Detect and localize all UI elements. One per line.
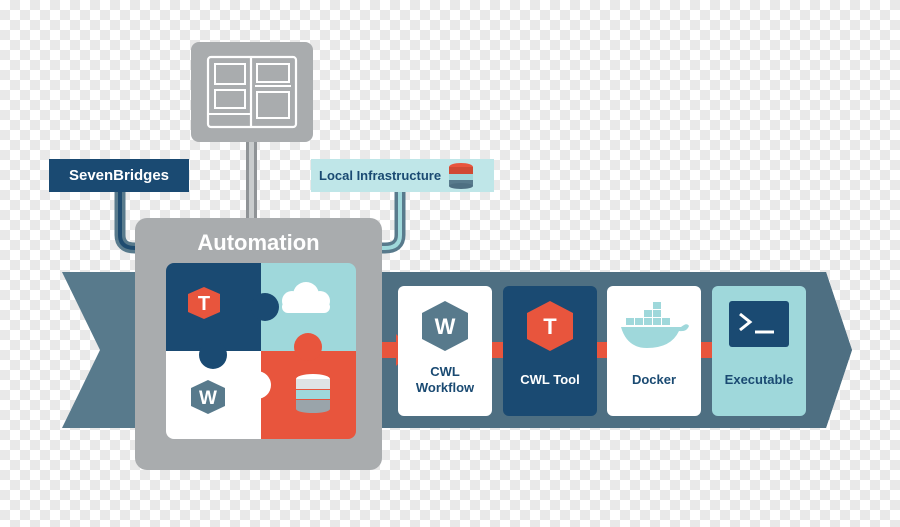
automation-puzzle: T W [166, 263, 356, 439]
cloud-icon [282, 282, 330, 313]
hexagon-w-icon: W [422, 301, 468, 351]
step-label: Docker [631, 372, 677, 387]
docker-whale-icon [621, 302, 689, 348]
terminal-icon [729, 301, 789, 347]
server-icon [206, 55, 298, 129]
server-box [191, 42, 313, 142]
step-card-docker: Docker [607, 286, 701, 416]
step-label: CWL Tool [520, 372, 580, 387]
hexagon-w-icon [191, 380, 225, 414]
svg-text:T: T [543, 314, 557, 339]
step-card-cwl-workflow: W CWL Workflow [398, 286, 492, 416]
database-icon [296, 374, 330, 413]
step-label: Executable [724, 372, 794, 387]
svg-text:W: W [435, 314, 456, 339]
step-card-executable: Executable [712, 286, 806, 416]
automation-title: Automation [197, 230, 320, 255]
step-card-cwl-tool: T CWL Tool [503, 286, 597, 416]
svg-text:W: W [199, 388, 217, 409]
hexagon-t-icon [188, 287, 220, 319]
sevenbridges-label: SevenBridges [49, 159, 189, 192]
svg-text:T: T [198, 293, 210, 315]
hexagon-t-icon: T [527, 301, 573, 351]
database-icon [449, 162, 474, 189]
local-infrastructure-label: Local Infrastructure [311, 159, 494, 192]
local-infrastructure-text: Local Infrastructure [319, 168, 442, 183]
step-label: CWL Workflow [415, 364, 475, 395]
